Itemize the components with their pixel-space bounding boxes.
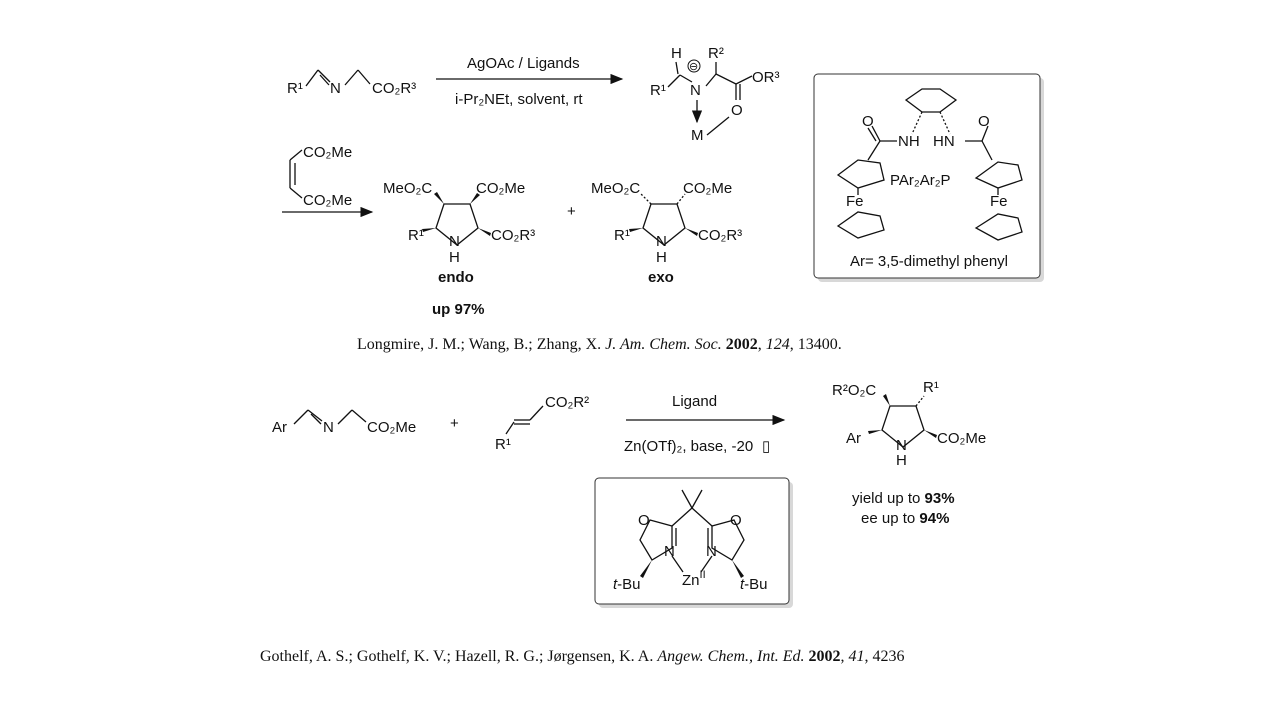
reagent-bottom-glyph: ▯ xyxy=(762,438,770,455)
o-left: O xyxy=(862,113,874,130)
ref2-volume: 41 xyxy=(848,648,865,665)
tbu-right: t-Bu xyxy=(740,576,768,593)
r2-label: R² xyxy=(708,45,724,62)
reagent-top-1: AgOAc / Ligands xyxy=(467,55,580,72)
exo-product: MeO₂C CO₂Me R¹ N H CO₂R³ exo xyxy=(591,180,742,286)
reference-1: Longmire, J. M.; Wang, B.; Zhang, X. J. … xyxy=(357,336,842,353)
reaction-arrow-1: AgOAc / Ligands i-Pr₂NEt, solvent, rt xyxy=(436,55,624,108)
ee-line: ee up to 94% xyxy=(861,510,949,527)
endo-label: endo xyxy=(438,269,474,286)
endo-yield: up 97% xyxy=(432,301,485,318)
acrylate-r1: R¹ xyxy=(495,436,511,453)
ref1-volume: 124 xyxy=(765,336,790,353)
prod-r1: R¹ xyxy=(923,379,939,396)
exo-label: exo xyxy=(648,269,674,286)
reagent-top-2: Ligand xyxy=(672,393,717,410)
endo-tr: CO₂Me xyxy=(476,180,525,197)
reagent-bottom-1: i-Pr₂NEt, solvent, rt xyxy=(455,91,583,108)
hn-right: HN xyxy=(933,133,955,150)
endo-n: N xyxy=(449,233,460,250)
product-2: R²O₂C R¹ Ar N H CO₂Me yield up to 93% ee… xyxy=(832,379,986,527)
prod-h: H xyxy=(896,452,907,469)
box-o-right: O xyxy=(730,512,742,529)
prod-tl: R²O₂C xyxy=(832,382,876,399)
n-label: N xyxy=(323,419,334,436)
fe-left: Fe xyxy=(846,193,864,210)
prod-ar: Ar xyxy=(846,430,861,447)
ester-label: CO₂R³ xyxy=(372,80,416,97)
endo-h: H xyxy=(449,249,460,266)
exo-ester: CO₂R³ xyxy=(698,227,742,244)
yield-line: yield up to 93% xyxy=(852,490,955,507)
endo-tl: MeO₂C xyxy=(383,180,432,197)
maleate-bottom: CO₂Me xyxy=(303,192,352,209)
ref1-year: 2002 xyxy=(725,336,758,353)
endo-ester: CO₂R³ xyxy=(491,227,535,244)
reagent-bottom-2: Zn(OTf)₂, base, -20 xyxy=(624,438,753,455)
acrylate: CO₂R² R¹ xyxy=(495,394,589,453)
reaction-arrow-3: Ligand Zn(OTf)₂, base, -20 ▯ xyxy=(624,393,786,455)
ref1-pages: , 13400. xyxy=(789,336,842,353)
o-label: O xyxy=(731,102,743,119)
zn-label: ZnII xyxy=(682,569,706,589)
box-n-left: N xyxy=(664,543,675,560)
prod-n: N xyxy=(896,437,907,454)
or3-label: OR³ xyxy=(752,69,780,86)
box-zn-ligand-box: O O N N ZnII t-Bu t-Bu xyxy=(594,477,793,608)
box-n-right: N xyxy=(706,543,717,560)
exo-n: N xyxy=(656,233,667,250)
ref2-authors: Gothelf, A. S.; Gothelf, K. V.; Hazell, … xyxy=(260,648,658,665)
ref1-authors: Longmire, J. M.; Wang, B.; Zhang, X. xyxy=(357,336,606,353)
prod-ester: CO₂Me xyxy=(937,430,986,447)
ar-label: Ar xyxy=(272,419,287,436)
dimethyl-maleate: CO₂Me CO₂Me xyxy=(289,144,352,209)
plus-sign-1: + xyxy=(567,203,576,220)
box-o-left: O xyxy=(638,512,650,529)
ylide-intermediate: H R² R¹ ⊖ N OR³ O M xyxy=(650,45,780,144)
maleate-top: CO₂Me xyxy=(303,144,352,161)
h-label: H xyxy=(671,45,682,62)
reference-2: Gothelf, A. S.; Gothelf, K. V.; Hazell, … xyxy=(260,648,905,665)
ref2-pages: , 4236 xyxy=(864,648,905,665)
r1-label: R¹ xyxy=(287,80,303,97)
ferrocene-ligand-box: NH HN O O PAr₂Ar₂P Fe Fe Ar= 3,5-dimethy… xyxy=(813,73,1044,282)
ester-label: CO₂Me xyxy=(367,419,416,436)
plus-sign-2: + xyxy=(450,415,459,432)
o-right: O xyxy=(978,113,990,130)
fe-right: Fe xyxy=(990,193,1008,210)
imine-substrate-2: Ar N CO₂Me xyxy=(272,409,416,436)
n-label: N xyxy=(690,82,701,99)
exo-h: H xyxy=(656,249,667,266)
m-label: M xyxy=(691,127,704,144)
n-label: N xyxy=(330,80,341,97)
acrylate-ester: CO₂R² xyxy=(545,394,589,411)
exo-r1: R¹ xyxy=(614,227,630,244)
ligand-caption: Ar= 3,5-dimethyl phenyl xyxy=(850,253,1008,270)
p-text: PAr₂Ar₂P xyxy=(890,172,951,189)
endo-product: MeO₂C CO₂Me R¹ N H CO₂R³ endo up 97% xyxy=(383,180,535,318)
ref1-journal: J. Am. Chem. Soc. xyxy=(605,336,722,353)
tbu-left: t-Bu xyxy=(613,576,641,593)
ref2-journal: Angew. Chem., Int. Ed. xyxy=(657,648,805,665)
endo-r1: R¹ xyxy=(408,227,424,244)
ref2-year: 2002 xyxy=(808,648,841,665)
exo-tr: CO₂Me xyxy=(683,180,732,197)
r1-label: R¹ xyxy=(650,82,666,99)
imine-substrate-1: R¹ N CO₂R³ xyxy=(287,69,416,97)
nh-left: NH xyxy=(898,133,920,150)
exo-tl: MeO₂C xyxy=(591,180,640,197)
charge-label: ⊖ xyxy=(689,61,698,73)
